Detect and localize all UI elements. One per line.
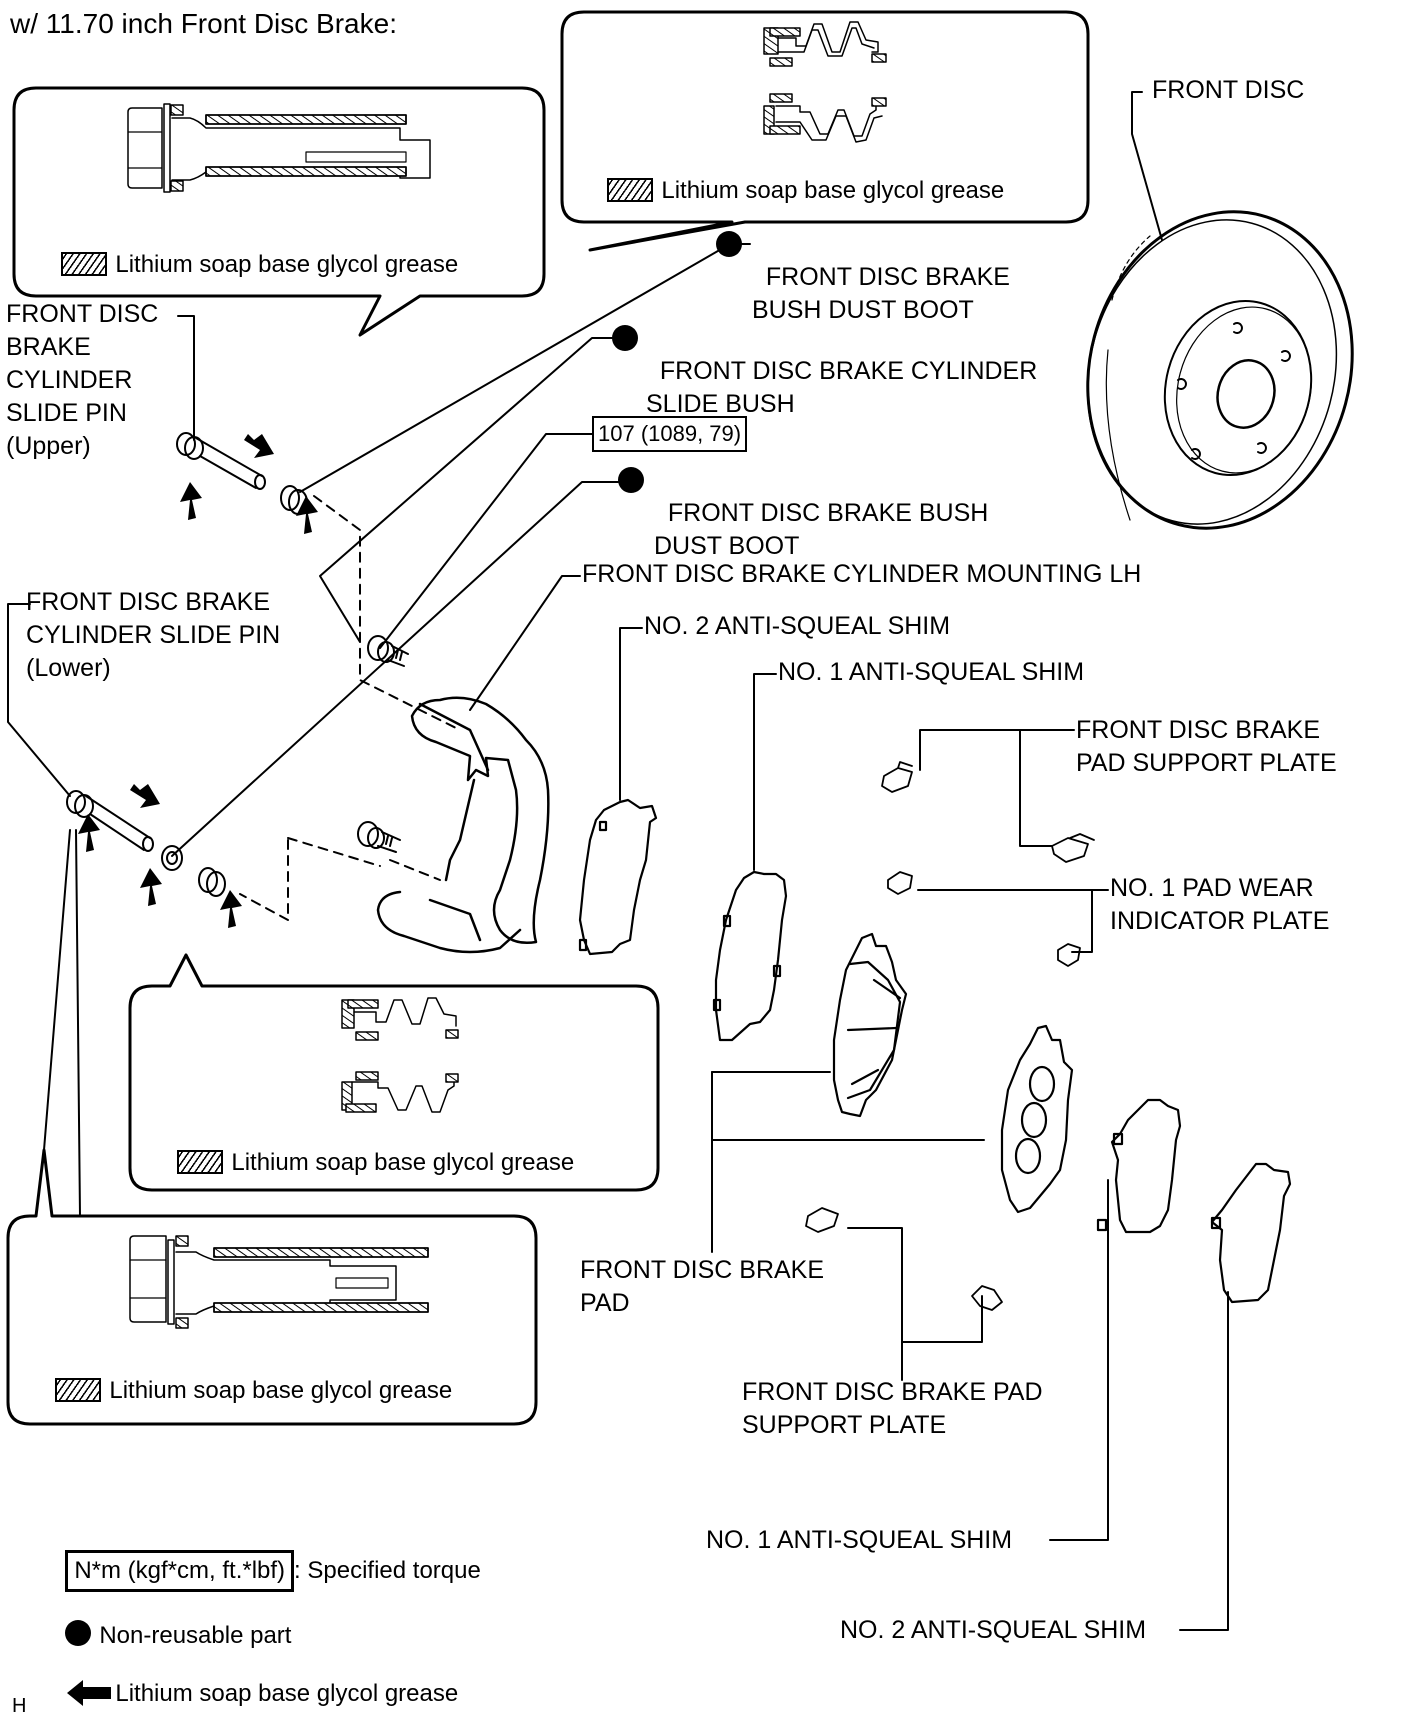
callout-slide-pin-lower: FRONT DISC BRAKE CYLINDER SLIDE PIN (Low… bbox=[26, 588, 281, 682]
bolt-lower-drawing bbox=[357, 821, 401, 853]
leader-lines bbox=[7, 91, 1229, 1631]
grease-label: Lithium soap base glycol grease bbox=[661, 177, 1005, 204]
callout-text: FRONT DISC BRAKE CYLINDER SLIDE BUSH bbox=[646, 357, 1038, 418]
no1-anti-squeal-shim-top-drawing bbox=[712, 870, 788, 1042]
front-disc-drawing bbox=[1086, 210, 1354, 530]
legend-torque: N*m (kgf*cm, ft.*lbf): Specified torque bbox=[52, 1514, 481, 1592]
grease-label: Lithium soap base glycol grease bbox=[115, 251, 459, 278]
callout-brake-pad: FRONT DISC BRAKE PAD bbox=[580, 1256, 825, 1317]
pad-support-plate-clips bbox=[805, 761, 1095, 1311]
non-reusable-dot-icon bbox=[612, 325, 638, 351]
page-title: w/ 11.70 inch Front Disc Brake: bbox=[10, 8, 397, 39]
slide-pin-lower-drawing bbox=[66, 790, 154, 852]
grease-legend-slide-pin-upper: Lithium soap base glycol grease bbox=[48, 220, 458, 280]
grease-legend-bush-dust-boot-lower: Lithium soap base glycol grease bbox=[164, 1118, 574, 1178]
inset-box-bush-dust-boot-lower bbox=[128, 953, 660, 1192]
grease-hatch-icon bbox=[61, 252, 108, 276]
bush-dust-boot-lower-drawing bbox=[198, 867, 226, 897]
brake-pad-outer-drawing bbox=[1000, 1024, 1074, 1214]
inset-box-bush-dust-boot-upper bbox=[560, 10, 1090, 252]
callout-slide-pin-upper: FRONT DISC BRAKE CYLINDER SLIDE PIN (Upp… bbox=[6, 300, 159, 460]
pad-wear-indicator-clips bbox=[887, 871, 1081, 967]
grease-arrows bbox=[78, 434, 318, 928]
callout-pad-support-plate-right: FRONT DISC BRAKE PAD SUPPORT PLATE bbox=[1076, 716, 1337, 777]
bolt-upper-drawing bbox=[367, 635, 409, 667]
callout-bush-dust-boot-upper: FRONT DISC BRAKE BUSH DUST BOOT bbox=[716, 228, 1010, 327]
no1-anti-squeal-shim-bottom-drawing bbox=[1096, 1098, 1182, 1234]
callout-no1-shim-bottom: NO. 1 ANTI-SQUEAL SHIM bbox=[706, 1526, 1013, 1554]
slide-bush-drawing bbox=[161, 845, 183, 871]
callout-no1-shim-top: NO. 1 ANTI-SQUEAL SHIM bbox=[778, 658, 1085, 686]
legend-torque-desc: : Specified torque bbox=[294, 1557, 481, 1584]
grease-hatch-icon bbox=[55, 1378, 102, 1402]
callout-bush-dust-boot-lower: FRONT DISC BRAKE BUSH DUST BOOT bbox=[618, 464, 989, 563]
grease-hatch-icon bbox=[177, 1150, 224, 1174]
assembly-dashed-lines bbox=[239, 495, 461, 921]
grease-label: Lithium soap base glycol grease bbox=[109, 1377, 453, 1404]
non-reusable-dot-icon bbox=[716, 231, 742, 257]
callout-pad-wear-indicator: NO. 1 PAD WEAR INDICATOR PLATE bbox=[1110, 874, 1330, 935]
no2-anti-squeal-shim-bottom-drawing bbox=[1210, 1162, 1292, 1304]
callout-text: FRONT DISC BRAKE BUSH DUST BOOT bbox=[752, 263, 1010, 324]
inset-box-slide-pin-lower bbox=[6, 1148, 538, 1426]
callout-front-disc: FRONT DISC bbox=[1152, 76, 1305, 104]
no2-anti-squeal-shim-top-drawing bbox=[578, 798, 658, 956]
grease-legend-slide-pin-lower: Lithium soap base glycol grease bbox=[42, 1346, 452, 1406]
brake-pad-inner-drawing bbox=[832, 932, 908, 1118]
callout-no2-shim-bottom: NO. 2 ANTI-SQUEAL SHIM bbox=[840, 1616, 1147, 1644]
inset-box-slide-pin-upper bbox=[12, 86, 546, 337]
legend-non-reusable: Non-reusable part bbox=[52, 1582, 291, 1654]
footer-code: H bbox=[12, 1695, 27, 1717]
grease-label: Lithium soap base glycol grease bbox=[231, 1149, 575, 1176]
callout-pad-support-plate-bottom: FRONT DISC BRAKE PAD SUPPORT PLATE bbox=[742, 1378, 1043, 1439]
legend-grease-arrow: Lithium soap base glycol grease bbox=[54, 1640, 458, 1712]
callout-no2-shim-top: NO. 2 ANTI-SQUEAL SHIM bbox=[644, 612, 951, 640]
slide-pin-upper-drawing bbox=[176, 432, 266, 490]
legend-non-reusable-label: Non-reusable part bbox=[99, 1622, 292, 1649]
torque-spec-box: 107 (1089, 79) bbox=[592, 416, 748, 452]
non-reusable-dot-icon bbox=[618, 467, 644, 493]
callout-cylinder-mounting: FRONT DISC BRAKE CYLINDER MOUNTING LH bbox=[582, 560, 1142, 588]
grease-arrow-icon bbox=[67, 1680, 112, 1706]
callout-slide-bush: FRONT DISC BRAKE CYLINDER SLIDE BUSH bbox=[612, 322, 1038, 421]
grease-legend-bush-dust-boot-upper: Lithium soap base glycol grease bbox=[594, 146, 1004, 206]
legend-grease-arrow-label: Lithium soap base glycol grease bbox=[115, 1680, 459, 1707]
legend-torque-box: N*m (kgf*cm, ft.*lbf) bbox=[65, 1550, 295, 1592]
grease-hatch-icon bbox=[607, 178, 654, 202]
cylinder-mounting-drawing bbox=[376, 696, 550, 954]
callout-text: FRONT DISC BRAKE BUSH DUST BOOT bbox=[654, 499, 989, 560]
non-reusable-dot-icon bbox=[65, 1620, 92, 1646]
